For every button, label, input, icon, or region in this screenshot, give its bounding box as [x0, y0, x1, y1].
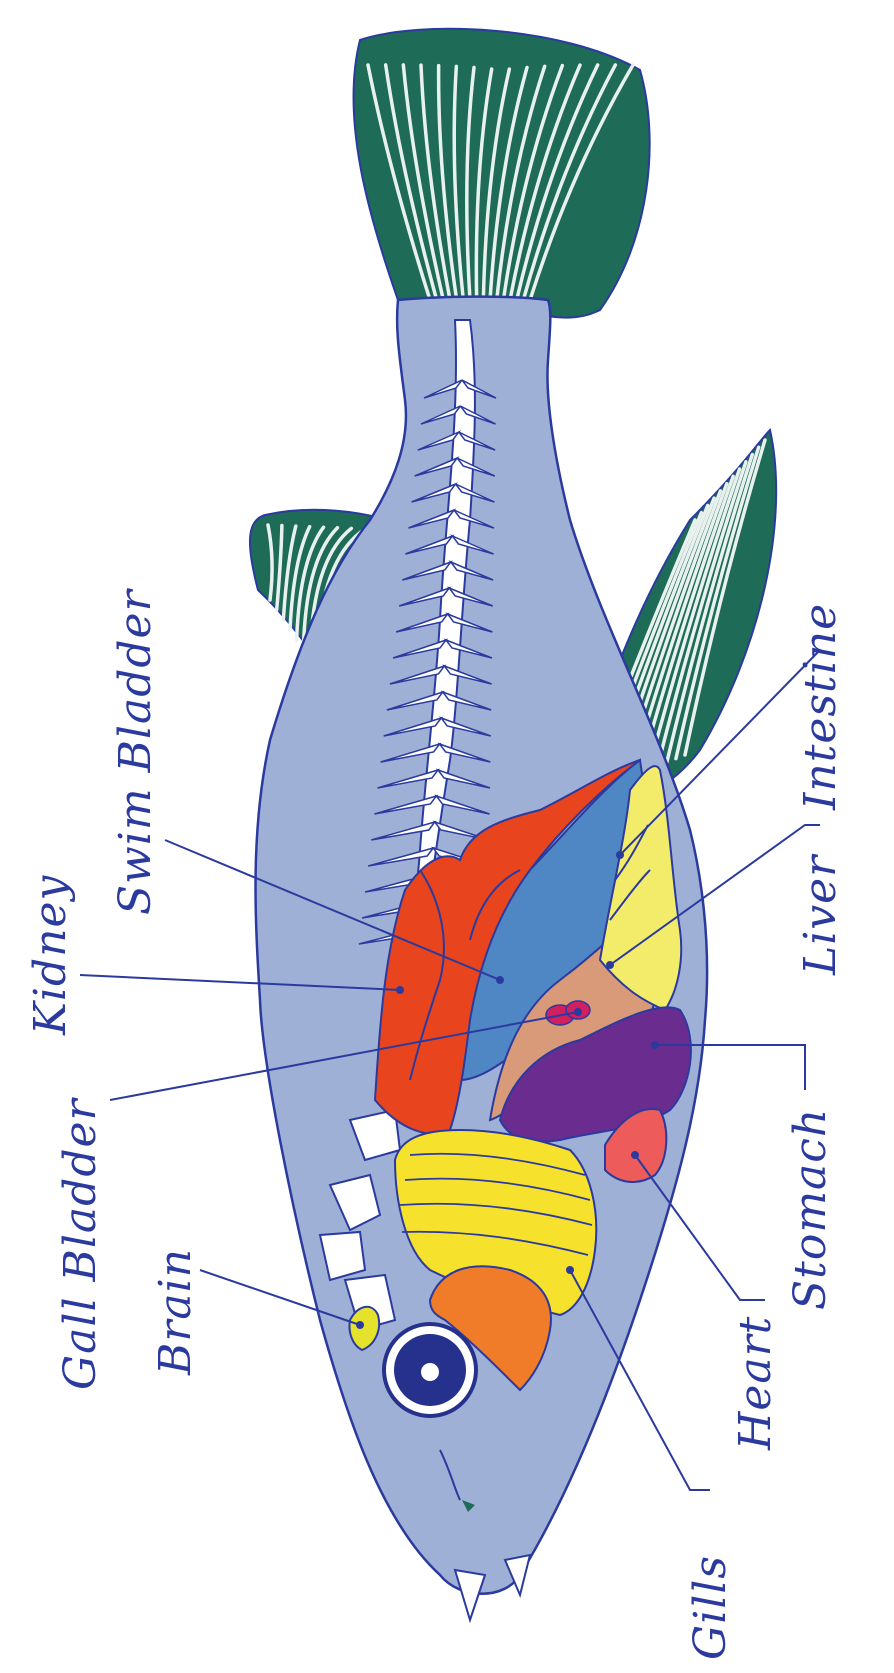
- label-kidney: Kidney: [25, 875, 76, 1036]
- label-heart: Heart: [730, 1316, 781, 1451]
- label-stomach: Stomach: [785, 1108, 836, 1310]
- label-swim-bladder: Swim Bladder: [110, 587, 161, 915]
- caudal-fin: [354, 29, 650, 318]
- label-brain: Brain: [150, 1248, 201, 1376]
- eye: [384, 1324, 476, 1416]
- label-gall-bladder: Gall Bladder: [55, 1096, 106, 1390]
- label-gills: Gills: [685, 1555, 736, 1660]
- label-intestine: Intestine: [795, 603, 846, 811]
- label-liver: Liver: [795, 853, 846, 976]
